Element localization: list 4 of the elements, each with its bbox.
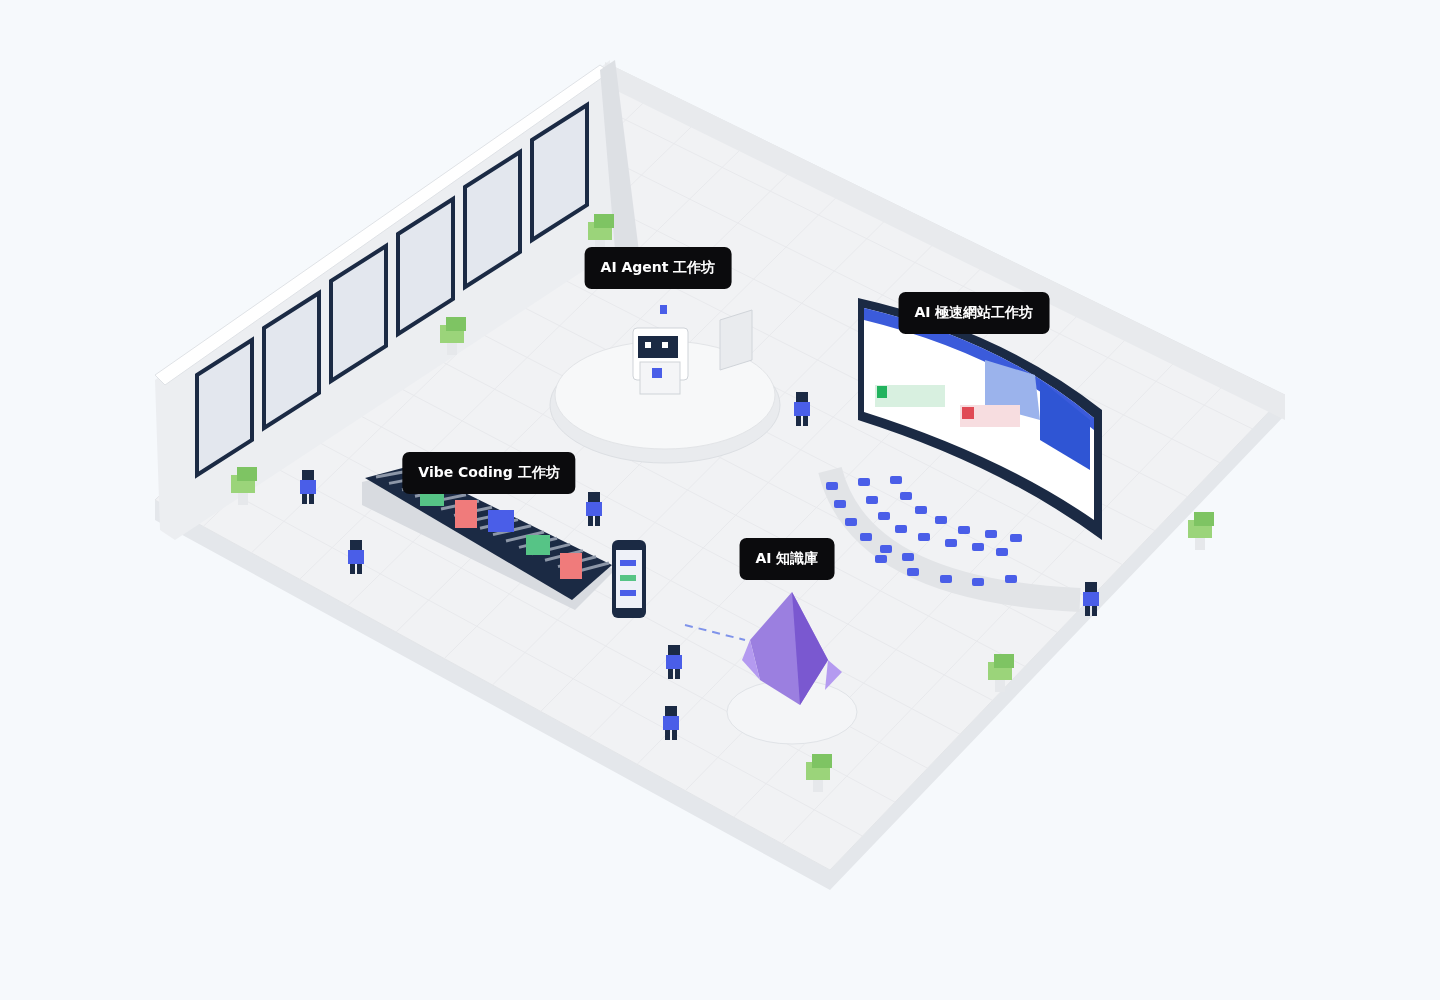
callout-label: AI Agent 工作坊 [584,247,732,289]
callout-label: AI 極速網站工作坊 [898,292,1050,334]
callout-label: Vibe Coding 工作坊 [402,452,576,494]
callout-label: AI 知識庫 [739,538,835,580]
